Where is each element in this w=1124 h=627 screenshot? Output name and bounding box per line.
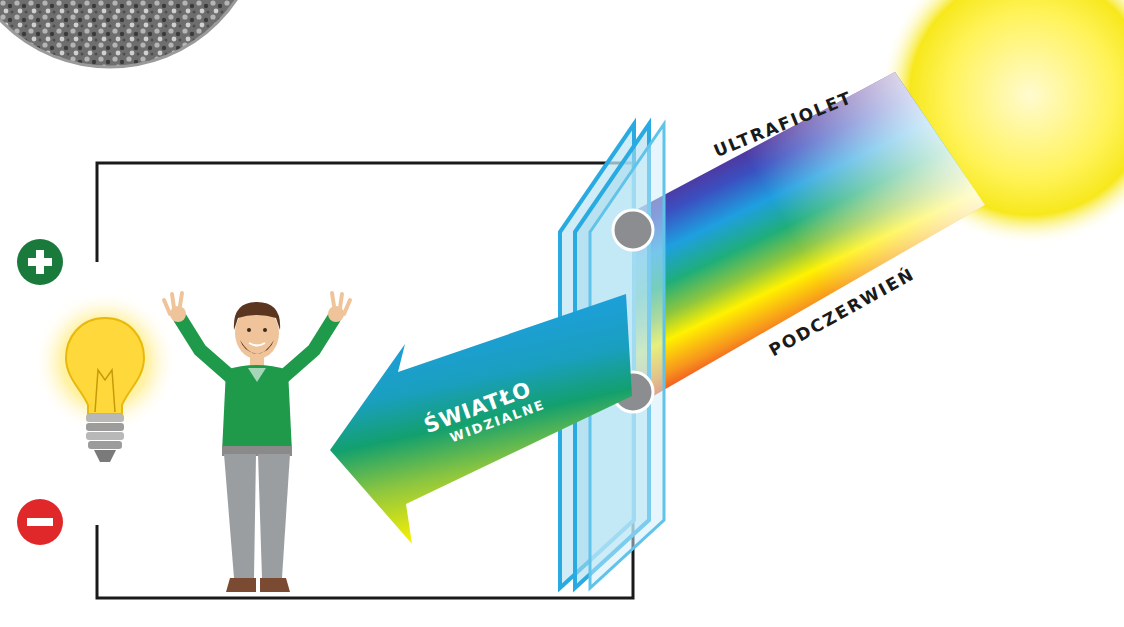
plus-symbol [17, 239, 63, 285]
texture-circle [0, 0, 262, 67]
spectrum-label: ULTRAFIOLET [711, 87, 856, 161]
light-arrow: ŚWIATŁOWIDZIALNE [328, 286, 640, 550]
label-wrap: PODCZERWIEŃ [766, 264, 919, 361]
minus-symbol [17, 499, 63, 545]
circuit-wire [97, 163, 633, 598]
spectrum-label: PODCZERWIEŃ [766, 264, 919, 361]
label-wrap: ULTRAFIOLET [711, 87, 856, 161]
light-bulb [33, 290, 177, 462]
man-figure [164, 293, 350, 592]
spectrum-beam [632, 72, 985, 406]
arrow-body [330, 294, 632, 544]
